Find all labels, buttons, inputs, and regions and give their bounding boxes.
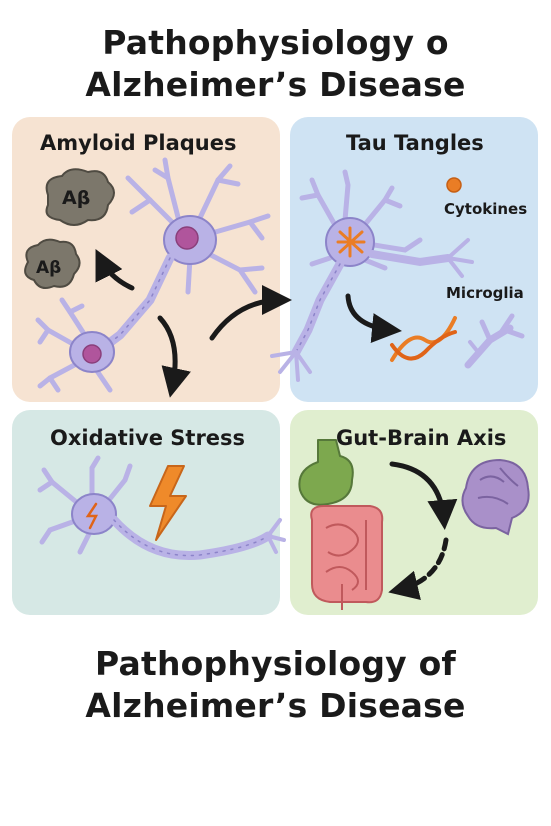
intestine-icon bbox=[310, 505, 384, 610]
tau-tangle-icon bbox=[336, 226, 366, 258]
top-title: Pathophysiology o Alzheimer’s Disease bbox=[0, 22, 551, 106]
arrow-gut-to-brain bbox=[389, 461, 458, 530]
arrow-to-plaques bbox=[95, 249, 135, 291]
arrow-to-tau bbox=[209, 285, 292, 341]
tau-tangle-icon bbox=[390, 316, 457, 362]
bottom-title: Pathophysiology of Alzheimer’s Disease bbox=[0, 643, 551, 727]
top-title-line2: Alzheimer’s Disease bbox=[85, 65, 466, 104]
neuron-icon bbox=[37, 455, 286, 561]
cytokine-icon bbox=[446, 177, 462, 193]
amyloid-plaque-label: Aβ bbox=[62, 187, 91, 209]
amyloid-plaque-icon bbox=[24, 168, 115, 289]
neuron-icon bbox=[270, 169, 474, 382]
bottom-title-line2: Alzheimer’s Disease bbox=[85, 686, 466, 725]
microglia-label: Microglia bbox=[446, 284, 524, 302]
arrows bbox=[95, 249, 458, 530]
arrow-brain-to-gut bbox=[388, 537, 449, 600]
tau-tangles-title: Tau Tangles bbox=[346, 131, 484, 155]
oxidative-stress-panel bbox=[12, 410, 280, 615]
lightning-bolt-icon bbox=[149, 465, 187, 541]
brain-icon bbox=[461, 458, 530, 536]
amyloid-plaque-label: Aβ bbox=[36, 258, 62, 278]
amyloid-plaques-title: Amyloid Plaques bbox=[40, 131, 237, 155]
oxidative-stress-title: Oxidative Stress bbox=[50, 426, 246, 450]
gut-brain-axis-title: Gut-Brain Axis bbox=[336, 426, 507, 450]
neuron-icon bbox=[35, 157, 271, 393]
arrow-to-tangle bbox=[345, 293, 402, 344]
bottom-title-line1: Pathophysiology of bbox=[95, 644, 456, 683]
top-title-line1: Pathophysiology o bbox=[102, 23, 449, 62]
lightning-bolt-icon bbox=[85, 502, 99, 530]
stomach-icon bbox=[298, 439, 354, 506]
cytokines-label: Cytokines bbox=[444, 200, 528, 218]
arrow-to-oxidative bbox=[157, 315, 191, 398]
microglia-icon bbox=[464, 313, 525, 369]
